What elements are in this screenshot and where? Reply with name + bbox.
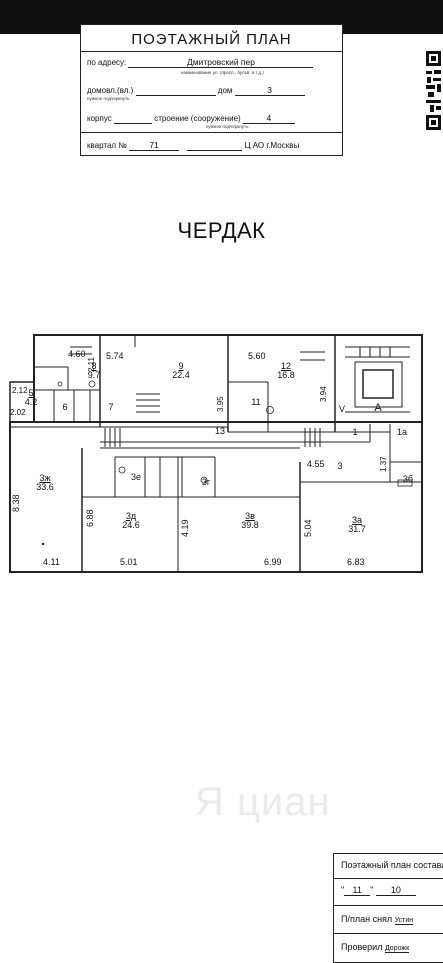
stamp-domovl-row: домовл.(вл.) дом 3 (87, 85, 305, 96)
domovl-label: домовл.(вл.) (87, 86, 134, 95)
kvartal-value: 71 (129, 140, 180, 151)
dim-label: 6.88 (85, 509, 95, 527)
dim-label: 4.55 (307, 459, 325, 469)
watermark-logo: Я циан (195, 780, 331, 824)
address-hint: наименование ул. (просп., бульв. и т.д.) (181, 70, 264, 75)
stroenie-hint: нужное подчеркнуть (206, 124, 249, 129)
qr-code-icon (424, 45, 443, 140)
dim-label: 3.94 (319, 386, 328, 402)
dim-label: 4.11 (43, 557, 60, 567)
address-label: по адресу: (87, 58, 127, 67)
room-1: 1 (352, 427, 358, 437)
floor-plan-stamp: ПОЭТАЖНЫЙ ПЛАН по адресу: Дмитровский пе… (80, 24, 343, 156)
floor-heading: ЧЕРДАК (177, 218, 266, 243)
footer-row-3: П/план снял Устин (334, 905, 443, 933)
district-value: Ц АО г.Москвы (244, 141, 300, 150)
stamp-title: ПОЭТАЖНЫЙ ПЛАН (131, 31, 292, 48)
domovl-hint: нужное подчеркнуть (87, 96, 130, 101)
stair-a-label: A (374, 402, 382, 414)
dom-value: 3 (234, 85, 305, 96)
room-3e: 3е (130, 472, 141, 482)
dim-label: 3.95 (216, 396, 225, 412)
address-value: Дмитровский пер (128, 57, 314, 68)
dim-label: 6.99 (264, 557, 282, 567)
domovl-value (135, 85, 216, 96)
room-3: 3 (337, 461, 343, 471)
stamp-kvartal-row: квартал № 71 Ц АО г.Москвы (87, 140, 299, 151)
stamp-separator (81, 51, 342, 52)
kvartal-label: квартал № (87, 141, 127, 150)
stamp-separator-bottom (81, 132, 342, 133)
footer-row-4: Проверил Дорожк (334, 933, 443, 963)
footer-table: Поэтажный план составл "11" 10 П/план сн… (333, 853, 443, 963)
footer-row-1: Поэтажный план составл (341, 860, 443, 870)
dim-label: 5.04 (303, 519, 313, 537)
footer-row-2: "11" 10 (334, 878, 443, 905)
dim-label: 2.02 (10, 408, 26, 417)
korpus-label: корпус (87, 114, 112, 123)
dim-label: 4.60 (68, 349, 86, 359)
stroenie-value: 4 (242, 113, 295, 124)
korpus-value (113, 113, 152, 124)
dim-label: 8.38 (11, 494, 21, 512)
floor-plan-drawing (9, 334, 423, 573)
room-13: 13 (214, 426, 225, 436)
dom-label: дом (217, 86, 233, 95)
dim-label: 6.83 (347, 557, 365, 567)
stroenie-label: строение (сооружение) (154, 114, 241, 123)
room-11: 11 (251, 397, 261, 407)
dim-label: 1.37 (379, 456, 388, 472)
stamp-address-row: по адресу: Дмитровский пер (87, 57, 314, 68)
room-1a: 1а (396, 427, 407, 437)
dim-label: 5.01 (120, 557, 138, 567)
floor-plan: 4.60 2.11 5.74 3.95 5.60 3.94 2.12 2.02 … (0, 332, 443, 582)
room-6: 6 (62, 402, 68, 412)
dim-label: V (339, 404, 346, 414)
dim-label: 4.19 (180, 519, 190, 537)
dim-label: 5.60 (248, 351, 266, 361)
room-3b: 3б (402, 474, 414, 484)
stamp-korpus-row: корпус строение (сооружение) 4 (87, 113, 295, 124)
room-7: 7 (108, 402, 114, 412)
dim-label: 2.12 (12, 386, 28, 395)
dim-label: 5.74 (106, 351, 124, 361)
kvartal-blank (187, 140, 243, 151)
room-3g: 3г (201, 477, 211, 487)
